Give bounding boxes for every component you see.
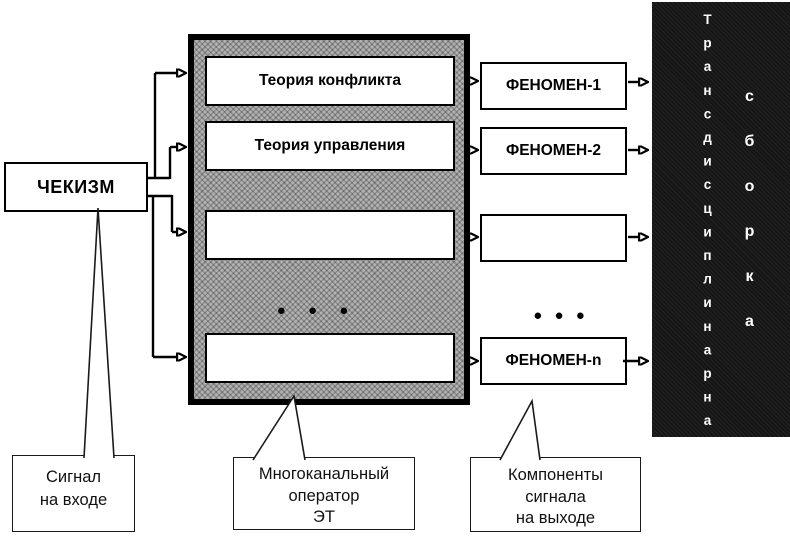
phenomenon-box-4: ФЕНОМЕН-n bbox=[480, 337, 627, 385]
callout-input-line-1: Сигнал bbox=[45, 468, 102, 486]
callout-output-line-2: сигнала bbox=[525, 487, 586, 506]
callout-input-line-2: на входе bbox=[39, 491, 108, 509]
callout-output-line-1: Компоненты bbox=[507, 466, 604, 484]
phenomenon-box-1: ФЕНОМЕН-1 bbox=[480, 62, 627, 110]
theory-box-4 bbox=[205, 333, 455, 383]
pointer-signal-output bbox=[499, 398, 541, 461]
theory-box-2: Теория управления bbox=[205, 121, 455, 171]
callout-signal-input: Сигнал на входе bbox=[12, 455, 135, 532]
callout-output-line-3: на выходе bbox=[515, 509, 596, 527]
callout-operator-line-3: ЭТ bbox=[313, 508, 335, 526]
pointer-multichannel-operator bbox=[252, 393, 306, 461]
phenomenon-label-1: ФЕНОМЕН-1 bbox=[505, 77, 602, 94]
phenomenon-box-3 bbox=[480, 214, 627, 262]
chekizm-label: ЧЕКИЗМ bbox=[37, 176, 115, 197]
ellipsis-dots-panel: ● ● ● bbox=[276, 302, 358, 319]
phenomenon-label-4: ФЕНОМЕН-n bbox=[505, 352, 602, 369]
source-fanout-lines bbox=[148, 73, 178, 357]
pointer-signal-input bbox=[83, 207, 115, 459]
theory-label-2: Теория управления bbox=[254, 137, 406, 154]
assembly-word-primary: Трансдисциплинарная bbox=[700, 12, 715, 461]
assembly-word-secondary: сборка bbox=[741, 88, 758, 358]
ellipsis-dots-phenomena: ● ● ● bbox=[533, 307, 589, 324]
callout-operator-line-1: Многоканальный bbox=[258, 465, 390, 483]
theory-box-3 bbox=[205, 210, 455, 260]
callout-operator-line-2: оператор bbox=[288, 486, 360, 505]
phenomenon-label-2: ФЕНОМЕН-2 bbox=[505, 142, 602, 159]
assembly-bar: Трансдисциплинарная сборка bbox=[652, 2, 790, 460]
callout-multichannel-operator: Многоканальный оператор ЭТ bbox=[233, 457, 415, 530]
theory-box-1: Теория конфликта bbox=[205, 56, 455, 106]
theory-label-1: Теория конфликта bbox=[258, 72, 402, 89]
callout-signal-output: Компоненты сигнала на выходе bbox=[470, 457, 641, 532]
phenomenon-box-2: ФЕНОМЕН-2 bbox=[480, 127, 627, 175]
chekizm-box: ЧЕКИЗМ bbox=[4, 162, 148, 212]
